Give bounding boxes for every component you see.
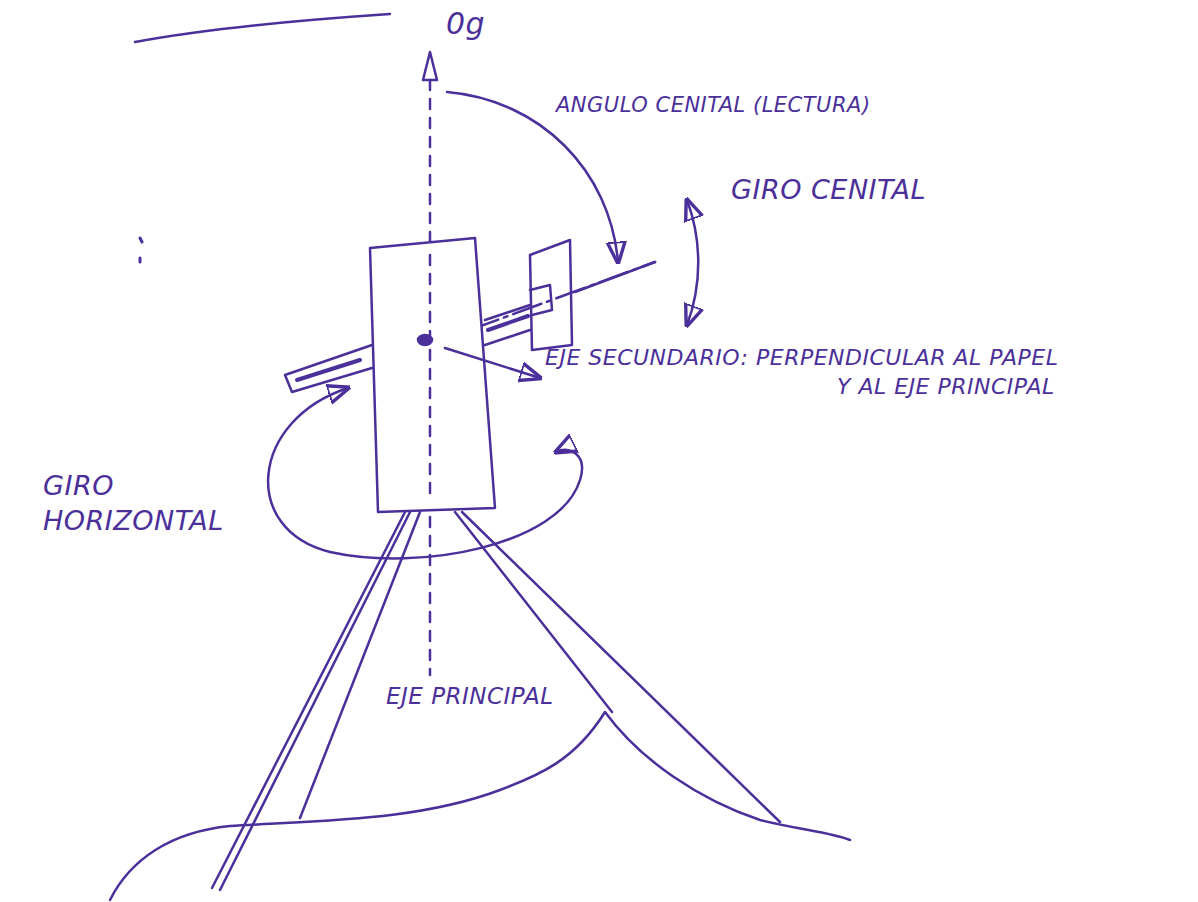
sight-line (470, 262, 655, 330)
instrument-body (370, 238, 495, 512)
secondary-axis-dot (418, 335, 432, 345)
axis-arrowhead (423, 52, 437, 80)
annotation-label: 0g (443, 4, 488, 43)
top-stroke (135, 14, 390, 42)
ink-marks (140, 238, 142, 262)
telescope-shade (488, 316, 528, 330)
telescope-front (485, 305, 530, 345)
annotation-label: EJE PRINCIPAL (383, 682, 557, 712)
leader-line (445, 348, 540, 378)
ground-line (110, 712, 850, 900)
horizontal-rotation-arrow (268, 388, 582, 558)
annotation-label: ANGULO CENITAL (LECTURA) (553, 92, 874, 119)
annotation-label: GIRO CENITAL (728, 172, 929, 207)
tripod-leg (455, 512, 780, 822)
principal-axis-inner (429, 255, 432, 500)
sight-line-solid (575, 262, 655, 292)
telescope-objective (530, 240, 572, 350)
annotation-label: GIRO HORIZONTAL (40, 468, 221, 538)
telescope-rear (285, 345, 372, 392)
annotation-label: EJE SECUNDARIO: PERPENDICULAR AL PAPEL Y… (545, 344, 1065, 401)
zenith-rotation-arrow (687, 200, 698, 325)
principal-axis (429, 80, 432, 675)
telescope-objective-detail (530, 285, 552, 315)
telescope-shade (297, 360, 360, 380)
